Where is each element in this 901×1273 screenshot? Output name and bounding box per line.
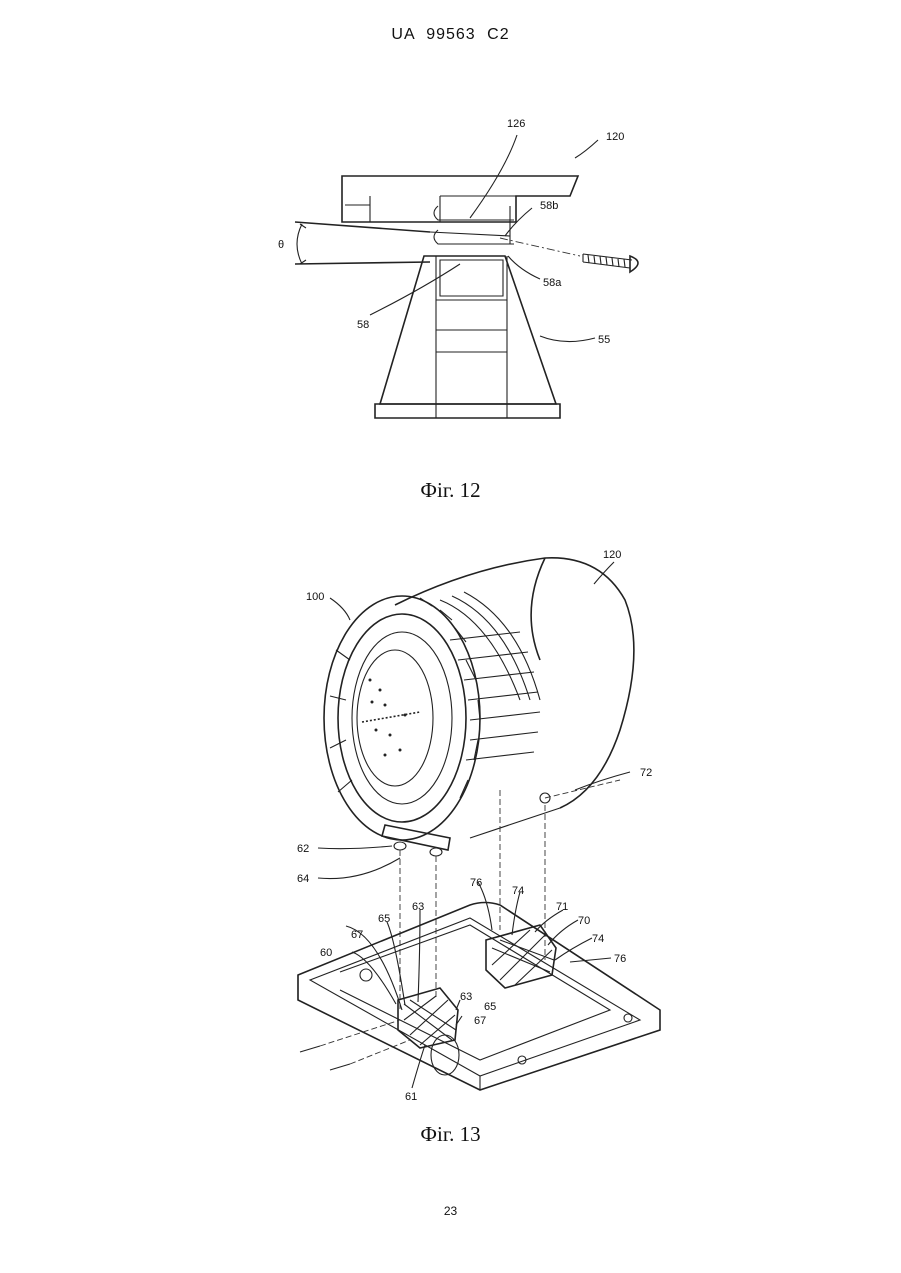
fig13-label-65-bottom: 65 [484,1001,496,1013]
fig13-label-76-bottom: 76 [614,953,626,965]
fig12-label-theta: θ [278,239,284,251]
fig12-label-58b: 58b [540,200,558,212]
fig13-label-60: 60 [320,947,332,959]
fig12-label-55: 55 [598,334,610,346]
fig13-label-67-bottom: 67 [474,1015,486,1027]
fig13-label-61: 61 [405,1091,417,1103]
page-number: 23 [0,1204,901,1218]
figure-12-caption: Фіг. 12 [0,478,901,503]
fig13-label-74-top: 74 [512,885,524,897]
fig13-label-64: 64 [297,873,309,885]
patent-number-header: UA 99563 C2 [0,26,901,44]
fig13-label-76-top: 76 [470,877,482,889]
figure-13-drawing: 120 100 72 62 64 76 74 71 70 74 76 63 65… [0,540,901,1110]
fig12-label-120: 120 [606,131,624,143]
fig13-label-70: 70 [578,915,590,927]
fig13-label-120: 120 [603,549,621,561]
figure-13-caption: Фіг. 13 [0,1122,901,1147]
fig12-label-58a: 58a [543,277,562,289]
fig12-label-126: 126 [507,118,525,130]
fig13-label-72: 72 [640,767,652,779]
fig13-label-63-top: 63 [412,901,424,913]
fig13-label-63-bottom: 63 [460,991,472,1003]
fig12-label-58: 58 [357,319,369,331]
figure-12-drawing: 126 120 58b θ 58a 58 55 [0,100,901,440]
fig13-label-62: 62 [297,843,309,855]
fig13-label-100: 100 [306,591,324,603]
fig13-label-71: 71 [556,901,568,913]
fig13-label-65-top: 65 [378,913,390,925]
fig13-label-67-top: 67 [351,929,363,941]
fig13-label-74-bottom: 74 [592,933,604,945]
